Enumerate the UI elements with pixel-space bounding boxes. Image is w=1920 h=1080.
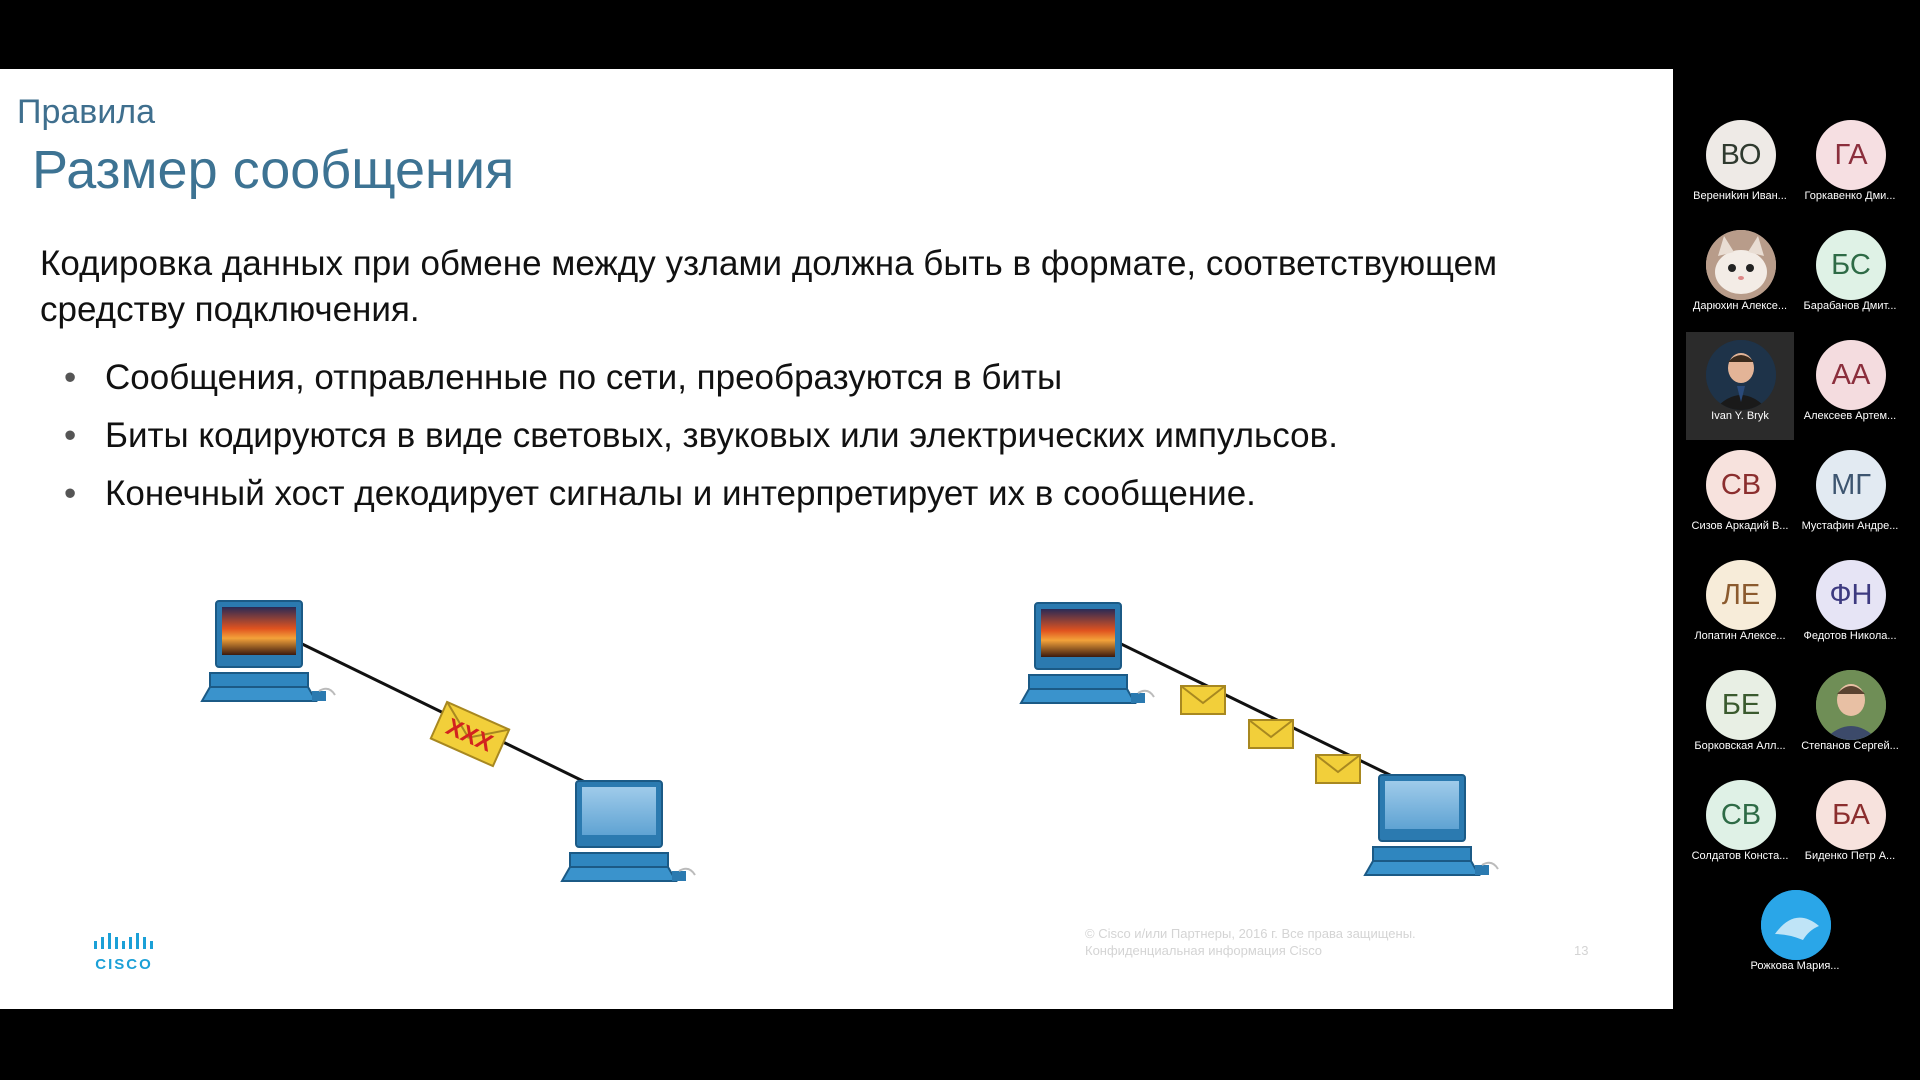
participant-initials: АА	[1831, 358, 1871, 391]
bullet-dot-icon: •	[64, 474, 77, 513]
participant-avatar: БА	[1816, 780, 1886, 850]
participant-avatar: АА	[1816, 340, 1886, 410]
participant-tile[interactable]: БЕ Борковская Алл...	[1686, 662, 1794, 770]
participant-avatar	[1761, 890, 1831, 960]
intro-text: Кодировка данных при обмене между узлами…	[40, 244, 1498, 329]
participant-avatar	[1816, 670, 1886, 740]
bullet-item: •Биты кодируются в виде световых, звуков…	[62, 407, 1338, 465]
participant-name: Алексеев Артем...	[1803, 410, 1897, 422]
participant-name: Солдатов Конста...	[1691, 850, 1789, 862]
participant-name: Федотов Никола...	[1803, 630, 1897, 642]
network-diagram: XXX	[201, 600, 1499, 882]
participant-initials: СВ	[1720, 468, 1762, 501]
participant-avatar: БС	[1816, 230, 1886, 300]
participant-initials: ВО	[1720, 138, 1762, 171]
participant-avatar: ЛЕ	[1706, 560, 1776, 630]
bullet-dot-icon: •	[64, 358, 77, 397]
participant-name: Горкавенко Дми...	[1804, 190, 1896, 202]
participant-tile[interactable]: БС Барабанов Дмит...	[1796, 222, 1904, 330]
participant-tile[interactable]: СВ Сизов Аркадий В...	[1686, 442, 1794, 550]
participant-initials: МГ	[1831, 468, 1871, 501]
participant-initials: ФН	[1829, 578, 1873, 611]
participant-avatar: ГА	[1816, 120, 1886, 190]
participant-tile[interactable]: ГА Горкавенко Дми...	[1796, 112, 1904, 220]
participant-avatar: МГ	[1816, 450, 1886, 520]
cisco-logo-text: CISCO	[95, 956, 153, 973]
copyright-footer: © Cisco и/или Партнеры, 2016 г. Все прав…	[1085, 926, 1416, 958]
participant-name: Ivan Y. Bryk	[1711, 410, 1769, 422]
presentation-slide: Правила Размер сообщения Кодировка данны…	[0, 69, 1673, 1009]
participant-tile[interactable]: Степанов Сергей...	[1796, 662, 1904, 770]
envelope-icon-2	[1248, 719, 1294, 749]
participant-tile[interactable]: Дарюхин Алексе...	[1686, 222, 1794, 330]
participant-initials: СВ	[1720, 798, 1762, 831]
participant-avatar: ФН	[1816, 560, 1886, 630]
participant-name: Сизов Аркадий В...	[1691, 520, 1789, 532]
participant-avatar: БЕ	[1706, 670, 1776, 740]
participant-tile[interactable]: СВ Солдатов Конста...	[1686, 772, 1794, 880]
participant-tile[interactable]: ВО Верениkин Иван...	[1686, 112, 1794, 220]
participant-avatar	[1706, 230, 1776, 300]
participant-initials: ГА	[1834, 138, 1868, 171]
participant-initials: БЕ	[1721, 688, 1761, 721]
participant-name: Биденко Петр А...	[1804, 850, 1896, 862]
participant-tile[interactable]: Рожкова Мария...	[1741, 882, 1849, 990]
receiver-computer-right	[1364, 774, 1499, 876]
participant-name: Мустафин Андре...	[1801, 520, 1899, 532]
participant-name: Степанов Сергей...	[1801, 740, 1899, 752]
participant-tile[interactable]: АА Алексеев Артем...	[1796, 332, 1904, 440]
participant-name: Рожкова Мария...	[1750, 960, 1840, 972]
bullet-list: •Сообщения, отправленные по сети, преобр…	[62, 349, 1338, 523]
participant-tile[interactable]: ФН Федотов Никола...	[1796, 552, 1904, 660]
participant-initials: БА	[1832, 798, 1870, 831]
participant-name: Борковская Алл...	[1694, 740, 1786, 752]
participant-initials: БС	[1831, 248, 1871, 281]
participant-tile[interactable]: БА Биденко Петр А...	[1796, 772, 1904, 880]
participant-avatar: СВ	[1706, 450, 1776, 520]
participant-tile[interactable]: Ivan Y. Bryk	[1686, 332, 1794, 440]
page-number: 13	[1574, 943, 1589, 958]
envelope-icon-3	[1315, 754, 1361, 784]
receiver-computer-left	[561, 780, 696, 882]
participant-initials: ЛЕ	[1721, 578, 1761, 611]
participant-name: Лопатин Алексе...	[1694, 630, 1786, 642]
envelope-icon-1	[1180, 685, 1226, 715]
participant-name: Дарюхин Алексе...	[1692, 300, 1788, 312]
participant-name: Верениkин Иван...	[1693, 190, 1787, 202]
cisco-logo: CISCO	[94, 933, 153, 973]
bullet-dot-icon: •	[64, 416, 77, 455]
participant-avatar	[1706, 340, 1776, 410]
participant-avatar: ВО	[1706, 120, 1776, 190]
bullet-item: •Сообщения, отправленные по сети, преобр…	[62, 349, 1338, 407]
link-cable-left	[295, 639, 586, 784]
sender-computer-right	[1020, 602, 1155, 704]
participant-tile[interactable]: ЛЕ Лопатин Алексе...	[1686, 552, 1794, 660]
slide-title: Размер сообщения	[32, 140, 515, 200]
bullet-item: •Конечный хост декодирует сигналы и инте…	[62, 465, 1338, 523]
participant-tile[interactable]: МГ Мустафин Андре...	[1796, 442, 1904, 550]
envelope-icon-failed: XXX	[429, 700, 511, 768]
section-label: Правила	[17, 93, 156, 131]
participant-avatar: СВ	[1706, 780, 1776, 850]
participant-name: Барабанов Дмит...	[1803, 300, 1897, 312]
sender-computer-left	[201, 600, 336, 702]
